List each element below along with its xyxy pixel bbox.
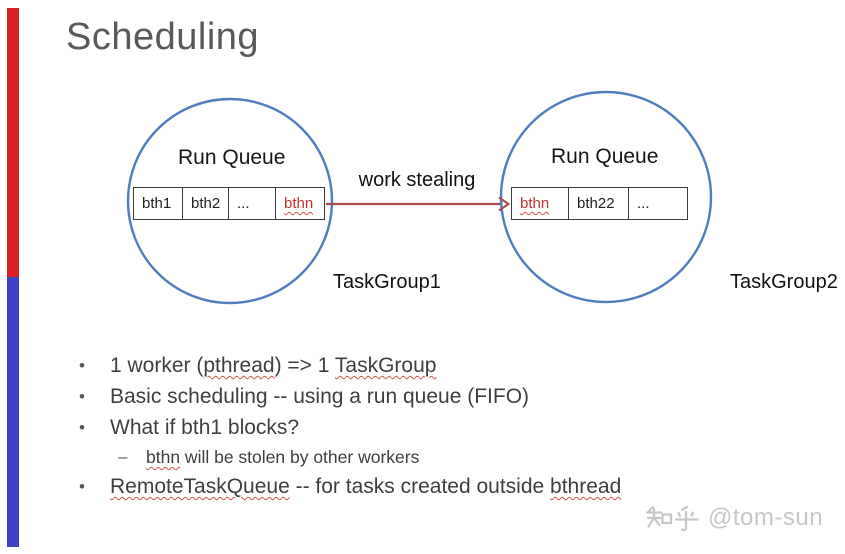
zhihu-logo-icon bbox=[645, 505, 699, 532]
bullet-text: Basic scheduling -- using a run queue (F… bbox=[110, 385, 530, 408]
bullet-text: 1 worker (pthread) => 1 TaskGroup bbox=[110, 354, 437, 377]
bullet-marker-icon: • bbox=[79, 356, 85, 375]
queue-cell: bth22 bbox=[569, 188, 629, 219]
arrowhead-icon bbox=[498, 196, 511, 212]
bullet-item: • Basic scheduling -- using a run queue (… bbox=[75, 381, 775, 412]
run-queue-table-right: bthn bth22 ... bbox=[511, 187, 688, 220]
left-accent-bar-red bbox=[7, 8, 19, 277]
bullet-marker-icon: – bbox=[118, 447, 128, 466]
bullet-list: • 1 worker (pthread) => 1 TaskGroup • Basic… bbox=[75, 350, 775, 502]
bullet-marker-icon: • bbox=[79, 418, 85, 437]
run-queue-table-left: bth1 bth2 ... bthn bbox=[133, 187, 325, 220]
bullet-item: • What if bth1 blocks? bbox=[75, 412, 775, 443]
queue-cell: ... bbox=[637, 195, 650, 212]
taskgroup1-label: TaskGroup1 bbox=[333, 271, 441, 293]
queue-cell-stolen: bthn bbox=[284, 195, 314, 212]
bullet-marker-icon: • bbox=[79, 477, 85, 496]
watermark-handle: @tom-sun bbox=[708, 503, 824, 531]
queue-cell: ... bbox=[229, 188, 276, 219]
left-accent-bar-blue bbox=[7, 277, 19, 547]
run-queue-title-left: Run Queue bbox=[178, 146, 286, 169]
bullet-text: RemoteTaskQueue -- for tasks created out… bbox=[110, 475, 622, 498]
page-title: Scheduling bbox=[66, 16, 260, 58]
bullet-text: bthn will be stolen by other workers bbox=[146, 447, 420, 467]
sub-bullet-item: –bthn will be stolen by other workers bbox=[117, 443, 775, 471]
taskgroup2-label: TaskGroup2 bbox=[730, 271, 838, 293]
bullet-text: What if bth1 blocks? bbox=[110, 416, 300, 439]
run-queue-title-right: Run Queue bbox=[551, 145, 659, 168]
bullet-marker-icon: • bbox=[79, 387, 85, 406]
work-stealing-label: work stealing bbox=[358, 169, 476, 191]
bullet-item: • 1 worker (pthread) => 1 TaskGroup bbox=[75, 350, 775, 381]
queue-cell-stolen: bthn bbox=[512, 188, 569, 219]
queue-cell: bth2 bbox=[183, 188, 229, 219]
queue-cell: bth1 bbox=[134, 188, 183, 219]
watermark: @tom-sun bbox=[645, 503, 823, 532]
bullet-item: • RemoteTaskQueue -- for tasks created ou… bbox=[75, 471, 775, 502]
